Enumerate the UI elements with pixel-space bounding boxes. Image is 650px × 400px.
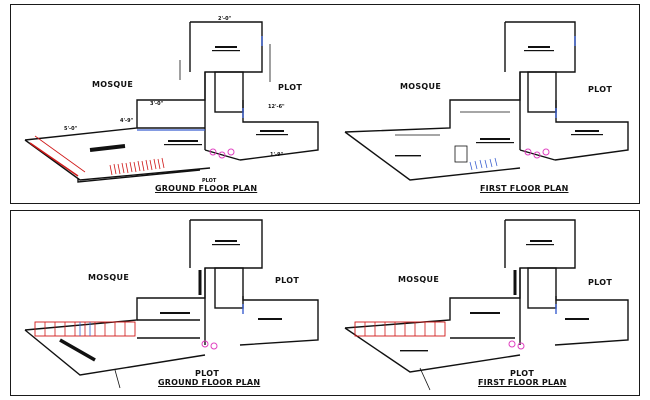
plan-top-left-stairs <box>29 135 165 177</box>
plan-top-right-stairs <box>469 157 498 171</box>
mosque-label-bottom-left: MOSQUE <box>88 273 130 282</box>
plan-bottom-right-walls <box>344 219 629 391</box>
plan-top-right-walls <box>344 21 629 181</box>
plot-label-bottom-right-bottom: PLOT <box>510 369 535 378</box>
door-marks <box>201 148 550 350</box>
plan-title-top-left: GROUND FLOOR PLAN <box>155 184 258 193</box>
window-marks <box>242 36 576 314</box>
dim-label: 1'-9" <box>270 152 284 158</box>
plan-title-top-right: FIRST FLOOR PLAN <box>480 184 569 193</box>
drawing-frame-bottom <box>10 210 640 396</box>
plan-bottom-left-walls <box>24 219 319 389</box>
plan-bottom-left-stairs <box>34 321 136 337</box>
mosque-label-bottom-right: MOSQUE <box>398 275 440 284</box>
plot-label-bottom-left-bottom: PLOT <box>195 369 220 378</box>
mosque-label-top-left: MOSQUE <box>92 80 134 89</box>
plot-label-top-left-bottom: PLOT <box>202 178 217 184</box>
plan-bottom-right-stairs <box>354 321 446 337</box>
plot-label-bottom-left-right: PLOT <box>275 276 300 285</box>
dim-label: 4'-9" <box>120 118 134 124</box>
plan-title-bottom-left: GROUND FLOOR PLAN <box>158 378 261 387</box>
plot-label-top-right-right: PLOT <box>588 85 613 94</box>
dim-label: 12'-6" <box>268 104 285 110</box>
dim-label: 5'-0" <box>64 126 78 132</box>
dim-label: 2'-0" <box>218 16 232 22</box>
mosque-label-top-right: MOSQUE <box>400 82 442 91</box>
dim-label: 3'-0" <box>150 101 164 107</box>
plot-label-bottom-right-right: PLOT <box>588 278 613 287</box>
drawing-frame-top <box>10 4 640 204</box>
room-label-marks <box>160 46 603 352</box>
plot-label-top-left-right: PLOT <box>278 83 303 92</box>
plan-top-left-walls <box>24 21 319 183</box>
plan-title-bottom-right: FIRST FLOOR PLAN <box>478 378 567 387</box>
